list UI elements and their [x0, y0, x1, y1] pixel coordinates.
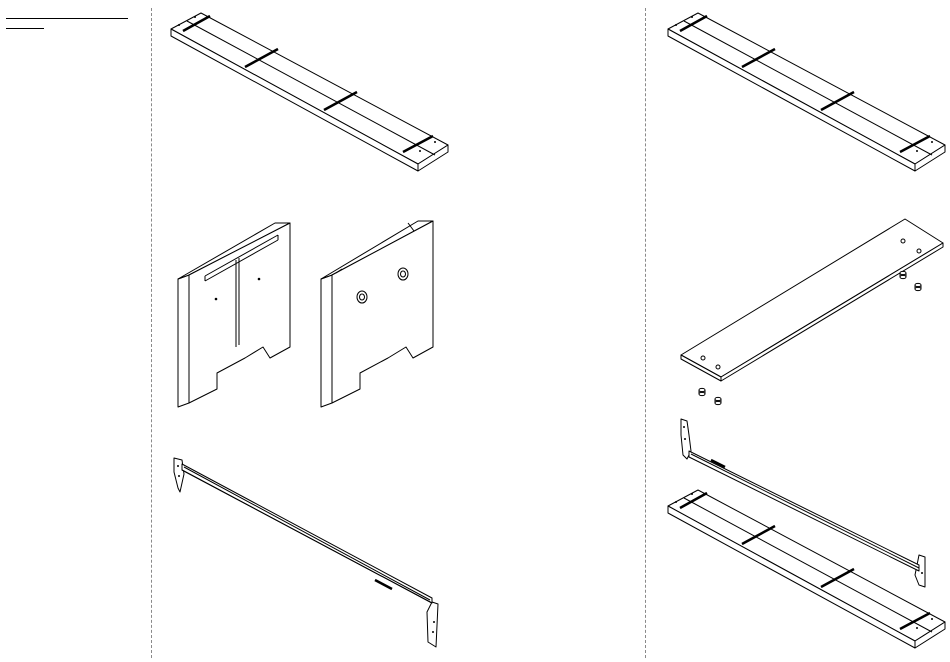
metal-rail-left [170, 452, 445, 652]
long-panel-top-left [165, 5, 455, 180]
long-panel-bottom-right [662, 482, 950, 657]
column-divider-right [645, 8, 646, 658]
long-panel-top-right [662, 5, 950, 180]
side-panel-with-rail [175, 217, 295, 412]
side-panel-with-holes [318, 217, 438, 412]
title-rule-short [6, 28, 44, 29]
title-rule [6, 18, 128, 19]
bottom-panel-with-feet [675, 215, 945, 410]
column-divider-left [151, 8, 152, 658]
